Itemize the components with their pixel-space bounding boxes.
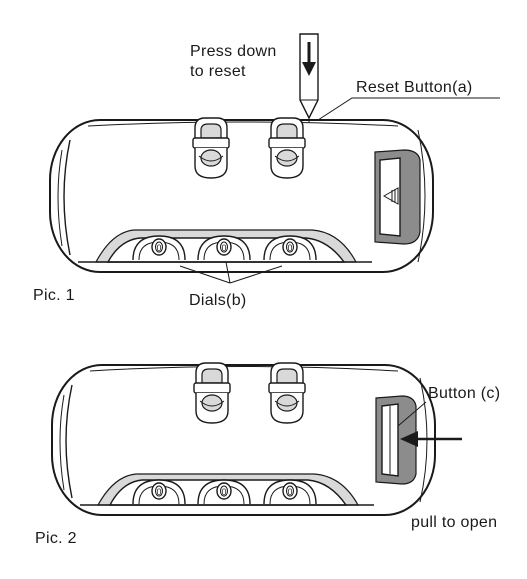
dial-digit-2: 0 [221, 243, 226, 253]
reset-leader-line [317, 97, 500, 121]
dials-label: Dials(b) [189, 292, 247, 309]
dial-digit-1: 0 [156, 243, 161, 253]
slide-button-pic1 [374, 149, 421, 245]
lock-pic2: Button (c) pull to open Pic. 2 [35, 362, 500, 547]
dial-digit-4: 0 [156, 487, 161, 497]
pic2-caption: Pic. 2 [35, 530, 77, 547]
shackle-left-pic1 [192, 117, 230, 179]
shackle-right-pic1 [268, 117, 306, 179]
reset-button-label: Reset Button(a) [356, 79, 473, 96]
press-down-text: Press down [190, 43, 277, 60]
down-arrow-icon [302, 42, 316, 76]
left-arrow-icon [400, 431, 462, 447]
to-reset-text: to reset [190, 63, 246, 80]
lock-pic1: Press down to reset Reset Button(a) Dial… [33, 33, 500, 309]
dial-digit-6: 0 [287, 487, 292, 497]
dials-leader-lines [179, 261, 283, 284]
dial-digit-5: 0 [221, 487, 226, 497]
button-c-label: Button (c) [428, 385, 500, 402]
shackle-right-pic2 [268, 362, 306, 424]
shackle-left-pic2 [193, 362, 231, 424]
dial-digit-3: 0 [287, 243, 292, 253]
pull-to-open-label: pull to open [411, 514, 497, 531]
pic1-caption: Pic. 1 [33, 287, 75, 304]
button-c-leader-line [397, 401, 427, 427]
slide-button-pic2 [375, 395, 417, 485]
